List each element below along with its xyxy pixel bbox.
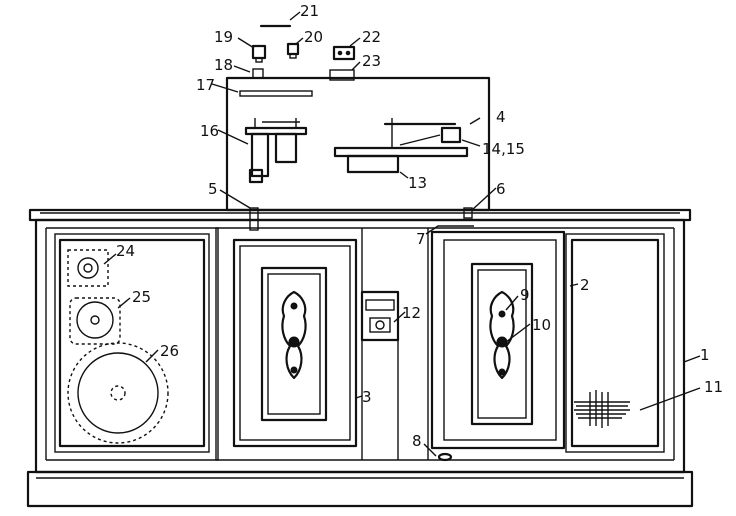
label-17: 17 xyxy=(196,76,215,94)
accessory-knob-20 xyxy=(286,42,300,59)
label-24: 24 xyxy=(116,242,135,260)
right-speaker-panel xyxy=(565,233,665,453)
record-changer xyxy=(244,118,308,184)
right-door xyxy=(430,230,566,462)
label-11: 11 xyxy=(704,378,723,396)
label-13: 13 xyxy=(408,174,427,192)
accessory-knob-19 xyxy=(251,44,267,63)
label-6: 6 xyxy=(496,180,506,198)
turntable-housing xyxy=(225,76,491,212)
label-20: 20 xyxy=(304,28,323,46)
turntable-unit xyxy=(225,68,491,231)
label-8: 8 xyxy=(412,432,422,450)
left-door xyxy=(232,238,358,448)
label-10: 10 xyxy=(532,316,551,334)
top-knob xyxy=(252,68,264,79)
label-4: 4 xyxy=(496,108,506,126)
label-16: 16 xyxy=(200,122,219,140)
label-19: 19 xyxy=(214,28,233,46)
top-bar xyxy=(239,90,313,97)
label-2: 2 xyxy=(580,276,590,294)
label-14-15: 14,15 xyxy=(482,140,525,158)
grille-cloth-detail xyxy=(574,390,630,428)
left-speaker-panel xyxy=(54,227,219,461)
label-7: 7 xyxy=(416,230,426,248)
reference-numerals: 1 2 3 4 5 6 7 8 9 10 11 12 13 14,15 16 1… xyxy=(116,2,723,450)
label-22: 22 xyxy=(362,28,381,46)
top-switch-box xyxy=(329,69,355,81)
label-21: 21 xyxy=(300,2,319,20)
leader-lines xyxy=(103,11,701,457)
label-3: 3 xyxy=(362,388,372,406)
label-23: 23 xyxy=(362,52,381,70)
label-18: 18 xyxy=(214,56,233,74)
center-compartment xyxy=(360,228,429,460)
label-1: 1 xyxy=(700,346,710,364)
label-5: 5 xyxy=(208,180,218,198)
turntable-platter xyxy=(333,118,469,174)
cabinet-body xyxy=(26,208,694,508)
label-25: 25 xyxy=(132,288,151,306)
label-26: 26 xyxy=(160,342,179,360)
accessory-plug-22 xyxy=(332,45,356,61)
label-9: 9 xyxy=(520,286,530,304)
label-12: 12 xyxy=(402,304,421,322)
